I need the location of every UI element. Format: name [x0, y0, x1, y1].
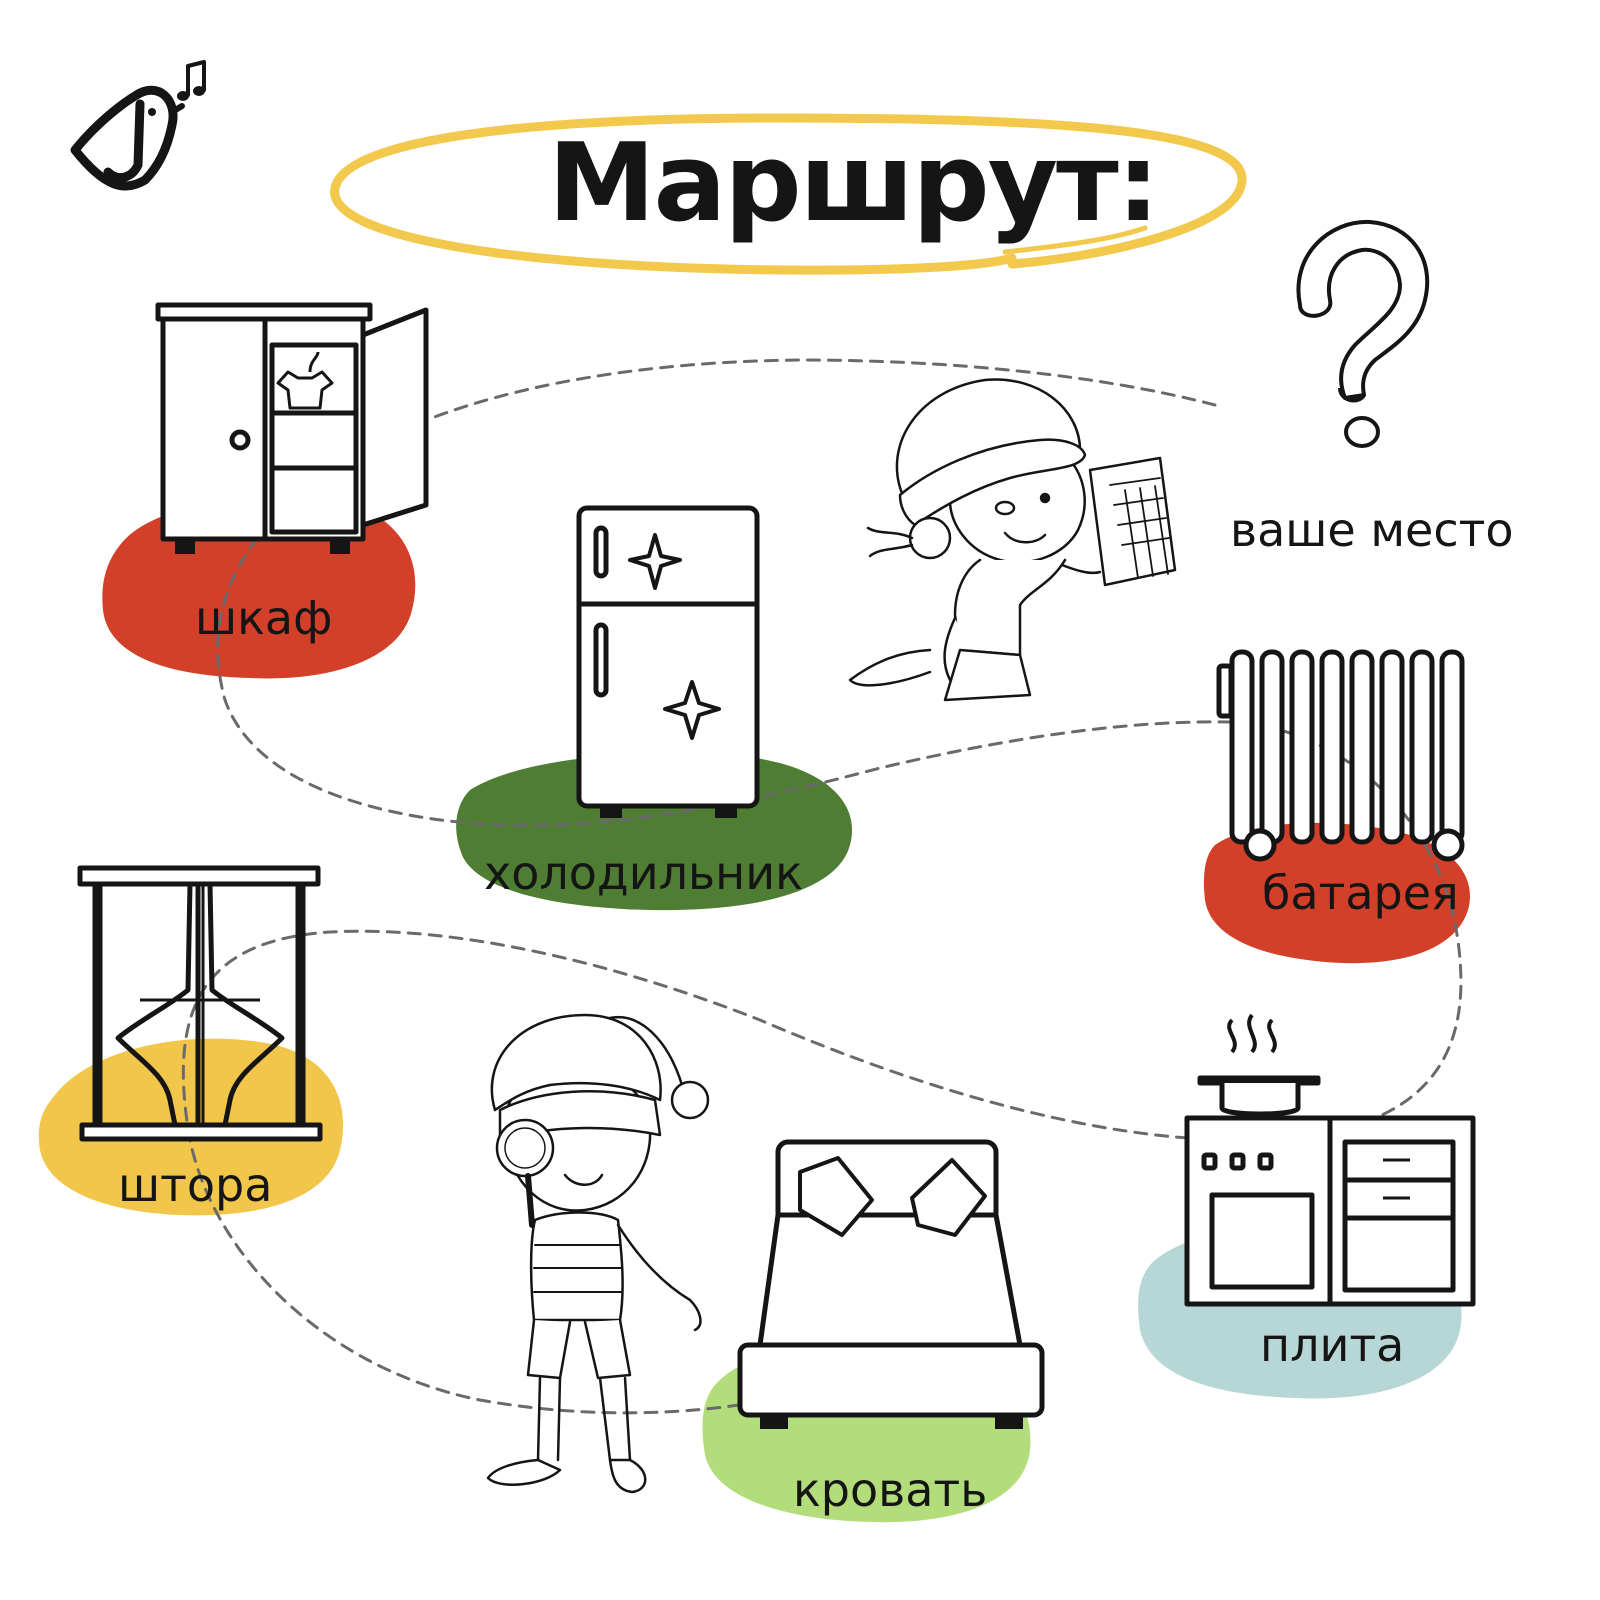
stove-icon	[1184, 1013, 1476, 1307]
radiator-icon	[1216, 649, 1465, 862]
page-title: Маршрут:	[548, 121, 1160, 246]
boy-with-magnifier-illustration	[486, 1013, 710, 1494]
fridge-icon	[576, 505, 760, 818]
bed-icon	[737, 1139, 1045, 1429]
title-ring	[330, 113, 1247, 275]
girl-with-map-illustration	[848, 378, 1177, 702]
label-wardrobe: шкаф	[195, 591, 333, 645]
label-fridge: холодильник	[484, 846, 803, 900]
radiator-blob	[1203, 822, 1470, 964]
label-curtain: штора	[118, 1158, 273, 1212]
wardrobe-icon	[155, 302, 429, 554]
curtain-icon	[77, 865, 323, 1142]
label-your-place: ваше место	[1230, 503, 1514, 557]
question-mark-icon	[1296, 219, 1430, 448]
label-radiator: батарея	[1262, 866, 1459, 920]
label-bed: кровать	[793, 1463, 988, 1517]
bird-logo-icon	[70, 60, 206, 191]
label-stove: плита	[1260, 1318, 1405, 1372]
